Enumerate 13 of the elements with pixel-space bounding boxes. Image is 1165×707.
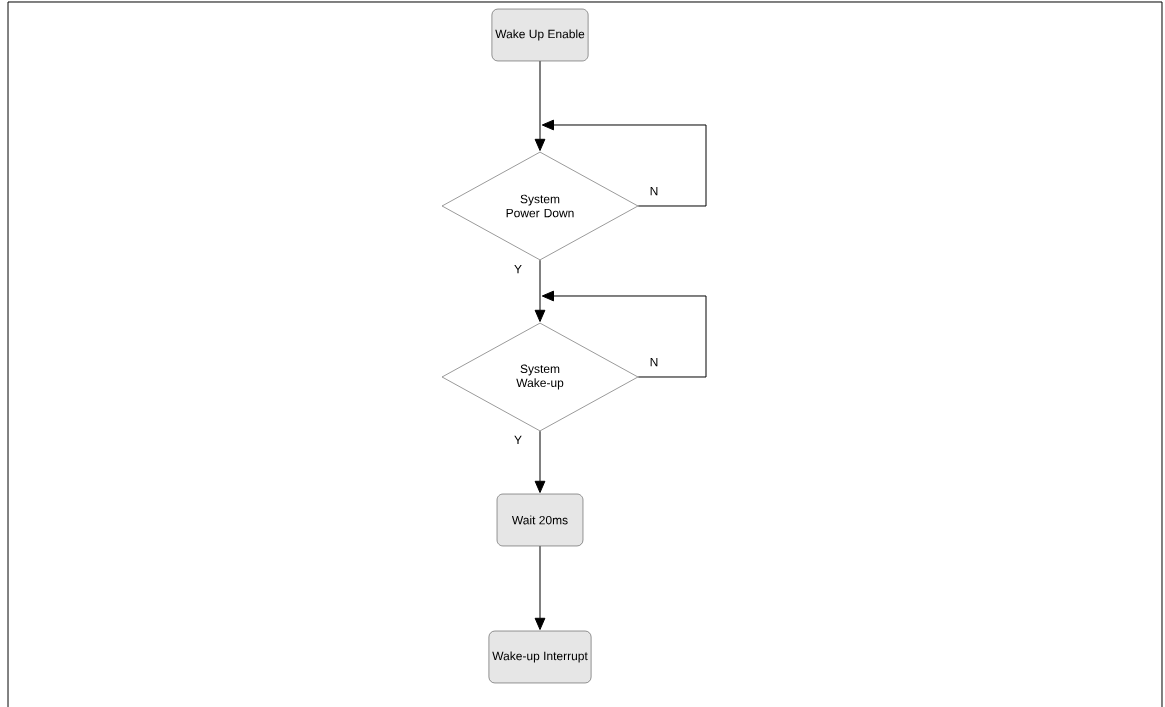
process-box: Wait 20ms: [496, 493, 584, 547]
process-box: Wake Up Enable: [491, 8, 589, 62]
process-box: Wake-up Interrupt: [488, 630, 592, 684]
arrow: [534, 259, 546, 322]
edge-label: Y: [514, 264, 522, 274]
arrow: [534, 430, 546, 493]
loop-arrow: [541, 290, 707, 378]
arrow: [534, 545, 546, 630]
edge-label: N: [650, 186, 658, 196]
loop-arrow: [541, 119, 707, 207]
arrow: [534, 60, 546, 151]
edge-label: N: [650, 357, 658, 367]
edge-label: Y: [514, 435, 522, 445]
